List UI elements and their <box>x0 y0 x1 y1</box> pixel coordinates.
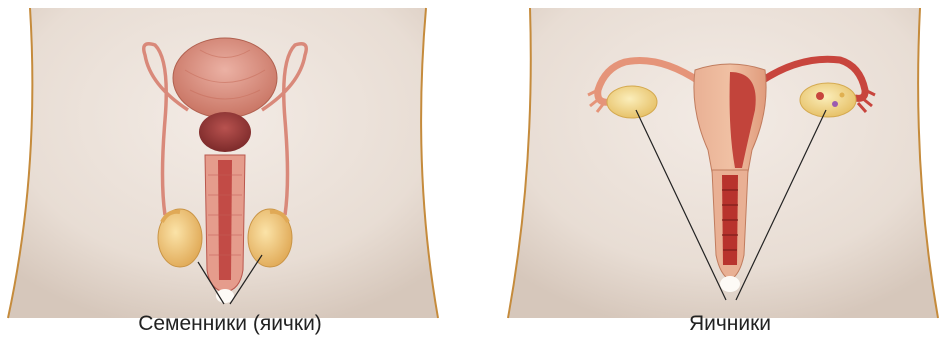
vaginal-opening <box>720 276 740 292</box>
penis-inner <box>218 160 232 280</box>
male-figure <box>8 8 438 318</box>
ovary-right <box>800 83 856 117</box>
prostate <box>199 112 251 152</box>
female-ovaries-caption: Яичники <box>575 312 885 336</box>
female-figure <box>508 8 938 318</box>
ovary-left <box>607 86 657 118</box>
ovary-follicle <box>840 93 845 98</box>
ovary-follicle <box>816 92 824 100</box>
male-testes-caption: Семенники (яички) <box>60 312 400 336</box>
bladder <box>173 38 277 118</box>
ovary-follicle <box>832 101 838 107</box>
